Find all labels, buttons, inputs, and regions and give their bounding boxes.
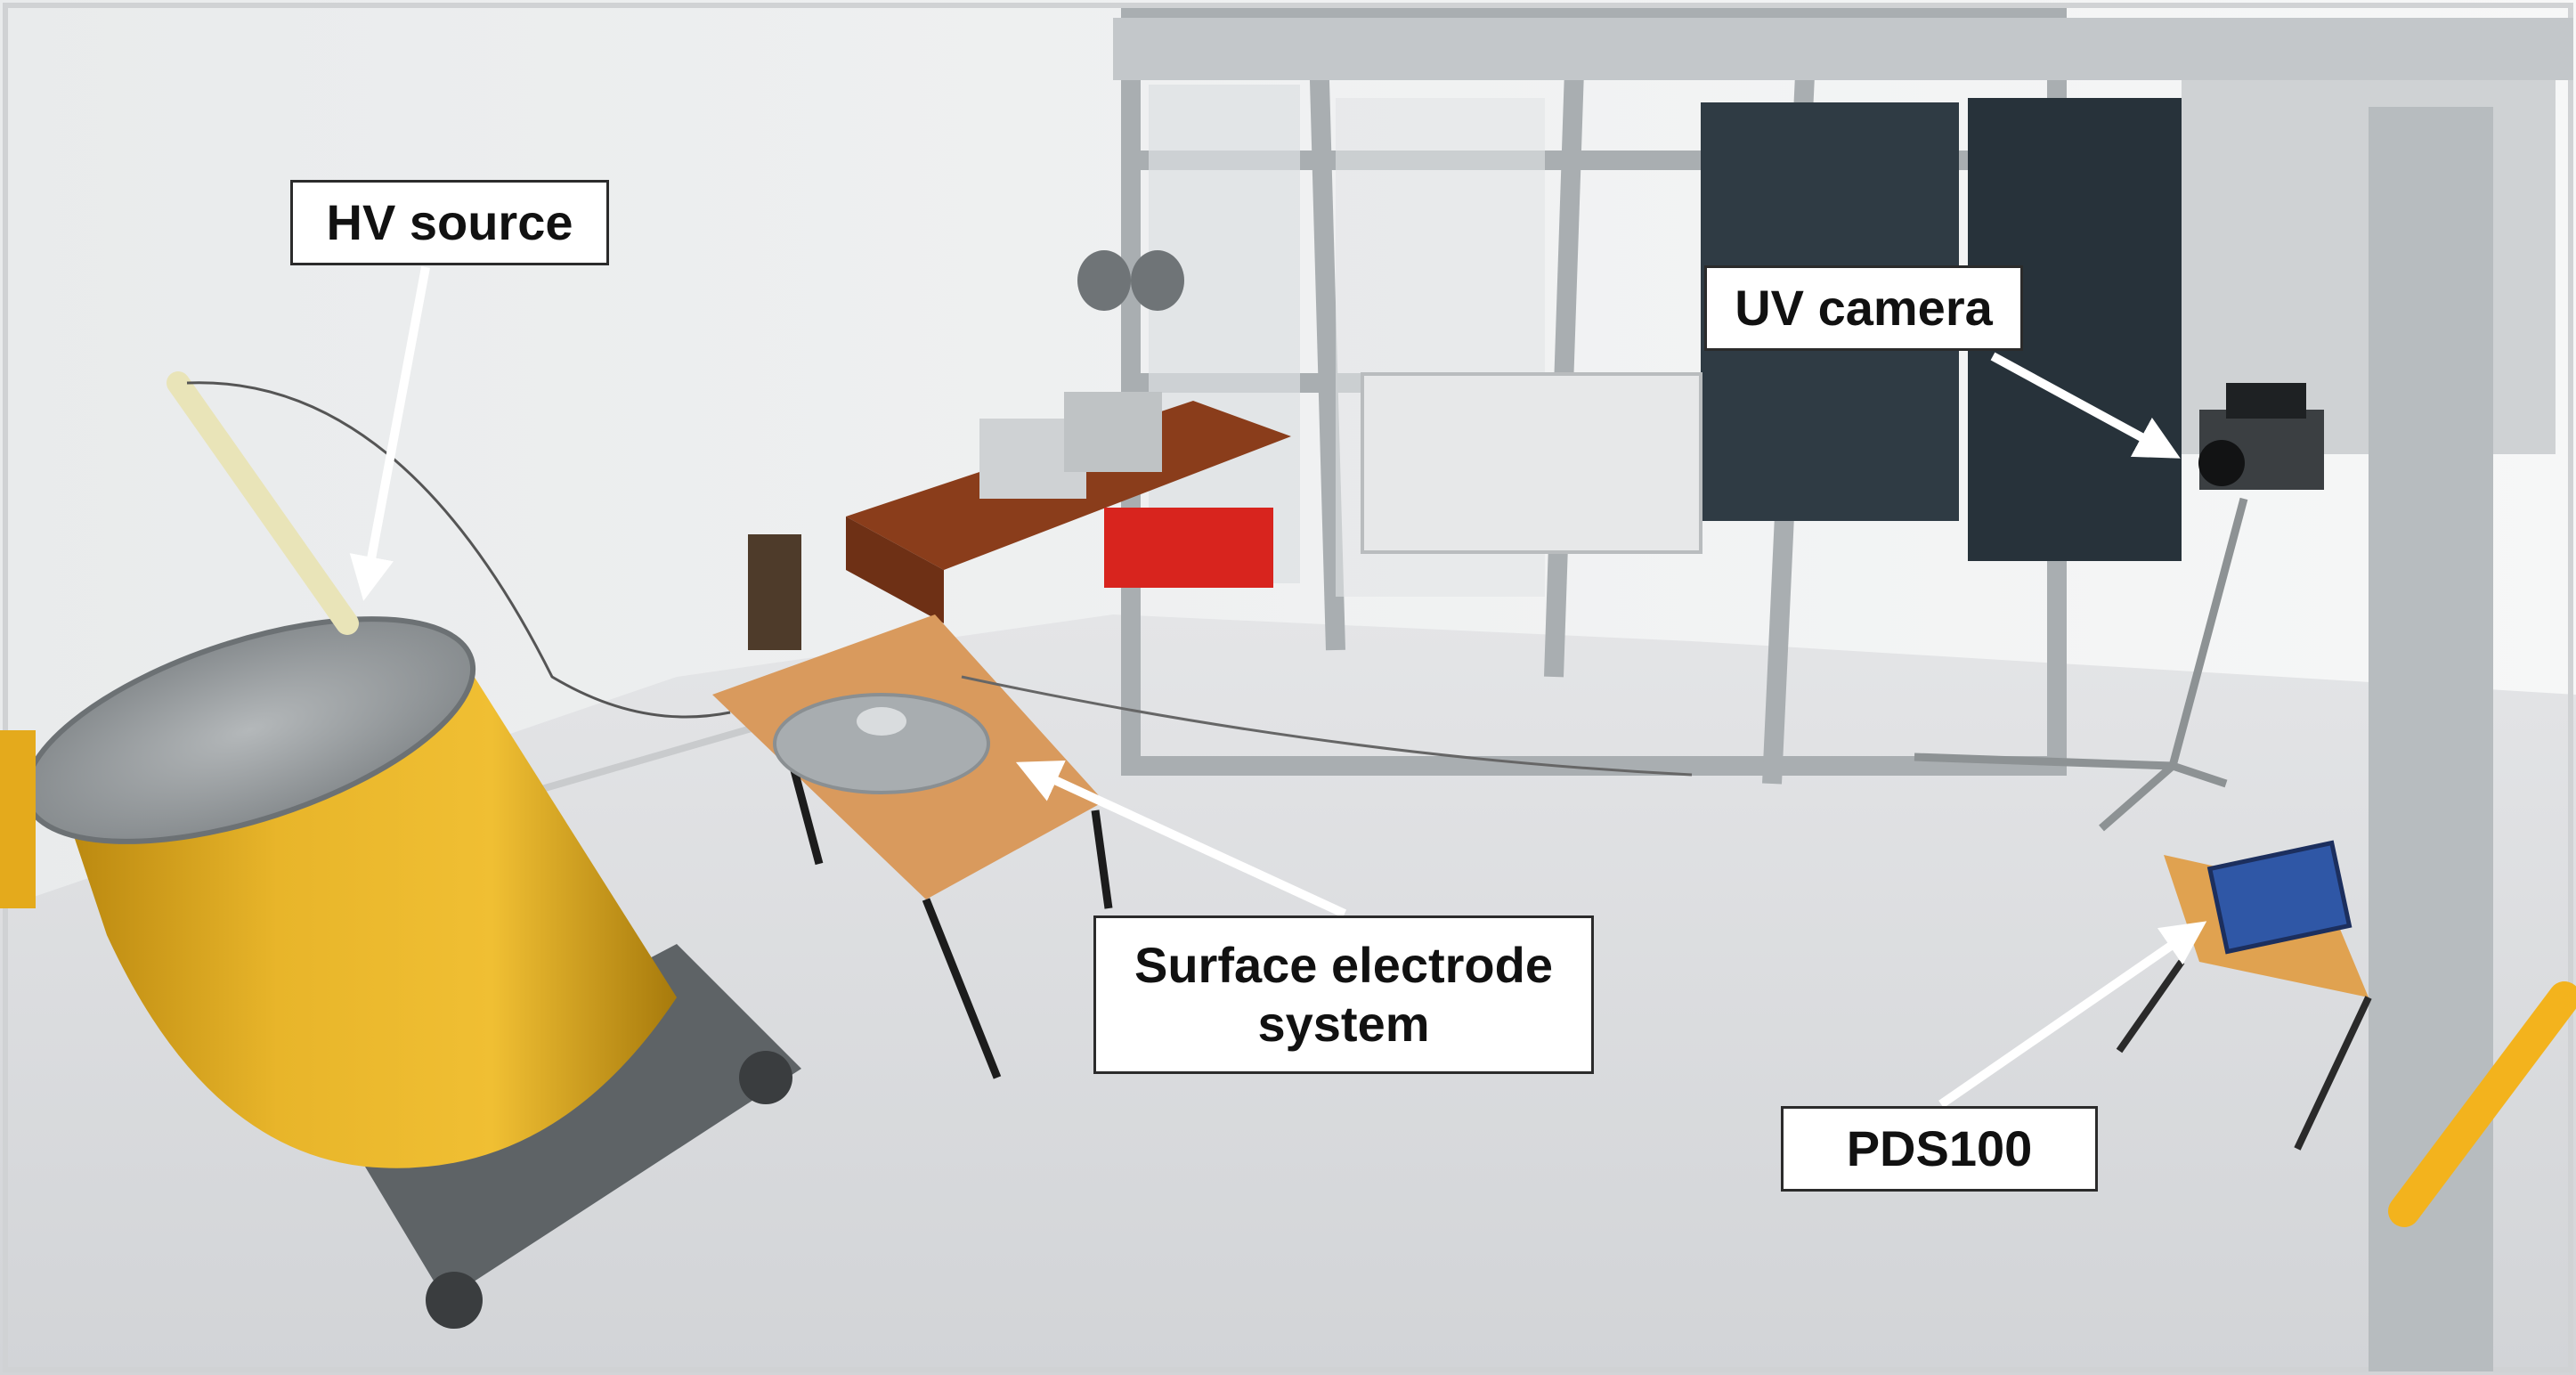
arrow-uv-camera [1990,352,2181,459]
yellow-post [2388,981,2576,1227]
hv-cable [186,381,731,719]
annotation-arrows [349,266,2207,1109]
label-hv-source: HV source [290,180,609,265]
uv-camera-hood [2226,383,2306,419]
sphere-gap-left [1077,250,1131,311]
arrow-pds100 [1938,921,2207,1109]
photo-frame [3,3,2573,1372]
label-uv-camera-text: UV camera [1735,280,1993,336]
insulator [748,534,801,650]
uv-camera-lens [2198,440,2245,486]
arrow-hv-source [349,266,430,601]
label-hv-source-text: HV source [326,194,573,250]
label-surface-electrode: Surface electrode system [1093,915,1594,1074]
red-stool [1104,508,1273,588]
yellow-left-edge [0,730,36,908]
hv-bushing [167,371,359,635]
mesh-panel-left [1149,85,1300,583]
electrode-disk [857,707,906,736]
label-surface-electrode-line1: Surface electrode [1134,937,1553,993]
tank-base [338,944,801,1300]
label-pds100-text: PDS100 [1846,1120,2033,1176]
label-surface-electrode-line2: system [1257,996,1430,1052]
bench-front [846,517,944,623]
tripod [1914,497,2248,832]
wheel-1 [426,1272,483,1329]
label-uv-camera: UV camera [1704,265,2023,351]
pds100-device [2206,840,2353,955]
electrode-plate [773,693,990,794]
control-desk [1361,372,1702,554]
sphere-gap-right [1131,250,1184,311]
measuring-device-2 [1064,392,1162,472]
wheel-2 [739,1051,792,1104]
label-pds100: PDS100 [1781,1106,2098,1192]
cage-top-beam [1113,18,2573,80]
floor-cable [961,675,1693,777]
arrow-surface-electrode [1015,761,1347,918]
